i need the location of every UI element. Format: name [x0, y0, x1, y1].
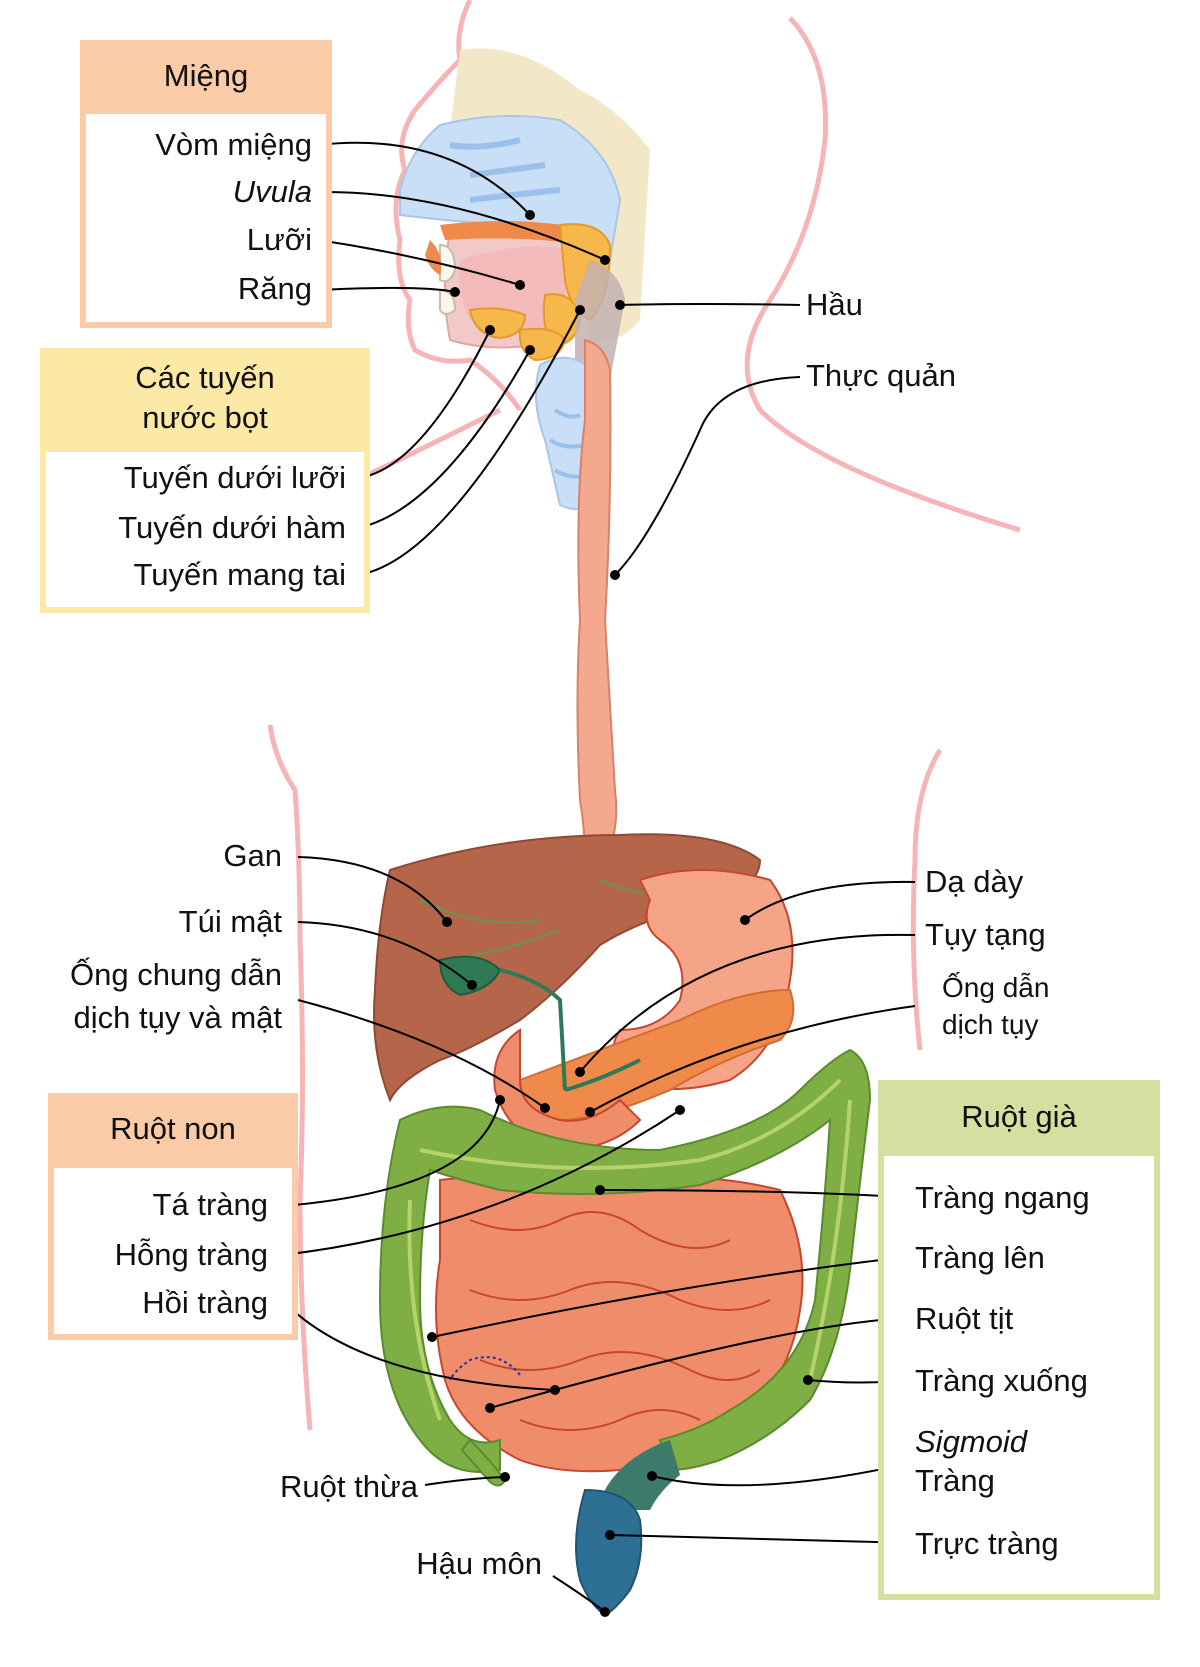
rectum: [575, 1488, 643, 1617]
abdomen-organs: [373, 833, 872, 1617]
salivary-title-line1: Các tuyến: [135, 360, 275, 395]
large-intestine-box: Ruột già: [878, 1080, 1160, 1600]
mouth-box: Miệng: [80, 40, 332, 328]
label-parotid: Tuyến mang tai: [133, 557, 346, 592]
large-intestine-box-body: [884, 1156, 1154, 1594]
ileocecal-arrow: [449, 1356, 521, 1381]
label-descending-colon: Tràng xuống: [915, 1363, 1088, 1398]
label-pancreatic-duct-1: Ống dẫn: [942, 972, 1050, 1003]
label-stomach: Dạ dày: [925, 864, 1024, 899]
label-gallbladder: Túi mật: [178, 904, 282, 939]
bile-duct: [499, 968, 641, 1092]
label-ileum: Hồi tràng: [142, 1285, 268, 1320]
small-intestine-box: Ruột non: [48, 1093, 298, 1340]
label-duodenum: Tá tràng: [152, 1187, 268, 1222]
label-appendix: Ruột thừa: [280, 1469, 418, 1504]
appendix: [460, 1438, 507, 1487]
label-palate: Vòm miệng: [155, 127, 312, 162]
teeth-lower: [439, 288, 457, 315]
label-anus: Hậu môn: [416, 1546, 542, 1581]
salivary-box-body: [46, 452, 364, 607]
colon: [378, 1048, 872, 1473]
label-esophagus: Thực quản: [806, 358, 957, 393]
mouth-box-body: [86, 114, 326, 322]
label-pancreatic-duct-2: dịch tụy: [942, 1009, 1039, 1040]
salivary-title-line2: nước bọt: [142, 400, 268, 435]
sublingual-gland: [468, 307, 527, 340]
lip-upper: [425, 240, 442, 275]
label-liver: Gan: [223, 838, 282, 873]
sigmoid-colon: [600, 1440, 680, 1510]
salivary-box: Các tuyến nước bọt: [40, 348, 370, 613]
label-sigmoid: Sigmoid: [915, 1424, 1027, 1459]
duodenum: [493, 1028, 642, 1152]
label-rectum: Trực tràng: [915, 1526, 1059, 1561]
mouth-box-title: Miệng: [163, 58, 249, 93]
label-tongue: Lưỡi: [246, 222, 312, 257]
leader-dots: [427, 210, 813, 1617]
label-common-bile-duct-2: dịch tụy và mật: [73, 1000, 282, 1035]
gallbladder: [438, 955, 502, 997]
head-region: [399, 48, 650, 510]
esophagus: [576, 338, 618, 861]
label-pharynx: Hầu: [806, 287, 863, 322]
label-teeth: Răng: [237, 271, 312, 306]
label-common-bile-duct-1: Ống chung dẫn: [69, 957, 282, 992]
large-intestine-box-title: Ruột già: [961, 1099, 1077, 1134]
label-cecum: Ruột tịt: [915, 1301, 1014, 1336]
label-transverse-colon: Tràng ngang: [915, 1180, 1090, 1215]
label-sigmoid-trang: Tràng: [915, 1463, 995, 1498]
small-intestine-box-title: Ruột non: [110, 1111, 236, 1146]
label-ascending-colon: Tràng lên: [915, 1240, 1045, 1275]
teeth-upper: [439, 243, 457, 283]
label-jejunum: Hỗng tràng: [114, 1237, 268, 1272]
salivary-box-title: Các tuyến nước bọt: [40, 348, 370, 448]
label-sublingual: Tuyến dưới lưỡi: [123, 460, 346, 495]
small-intestine-box-body: [54, 1168, 292, 1334]
label-uvula: Uvula: [232, 174, 312, 209]
label-pancreas: Tụy tạng: [925, 917, 1046, 952]
label-submandibular: Tuyến dưới hàm: [118, 510, 346, 545]
